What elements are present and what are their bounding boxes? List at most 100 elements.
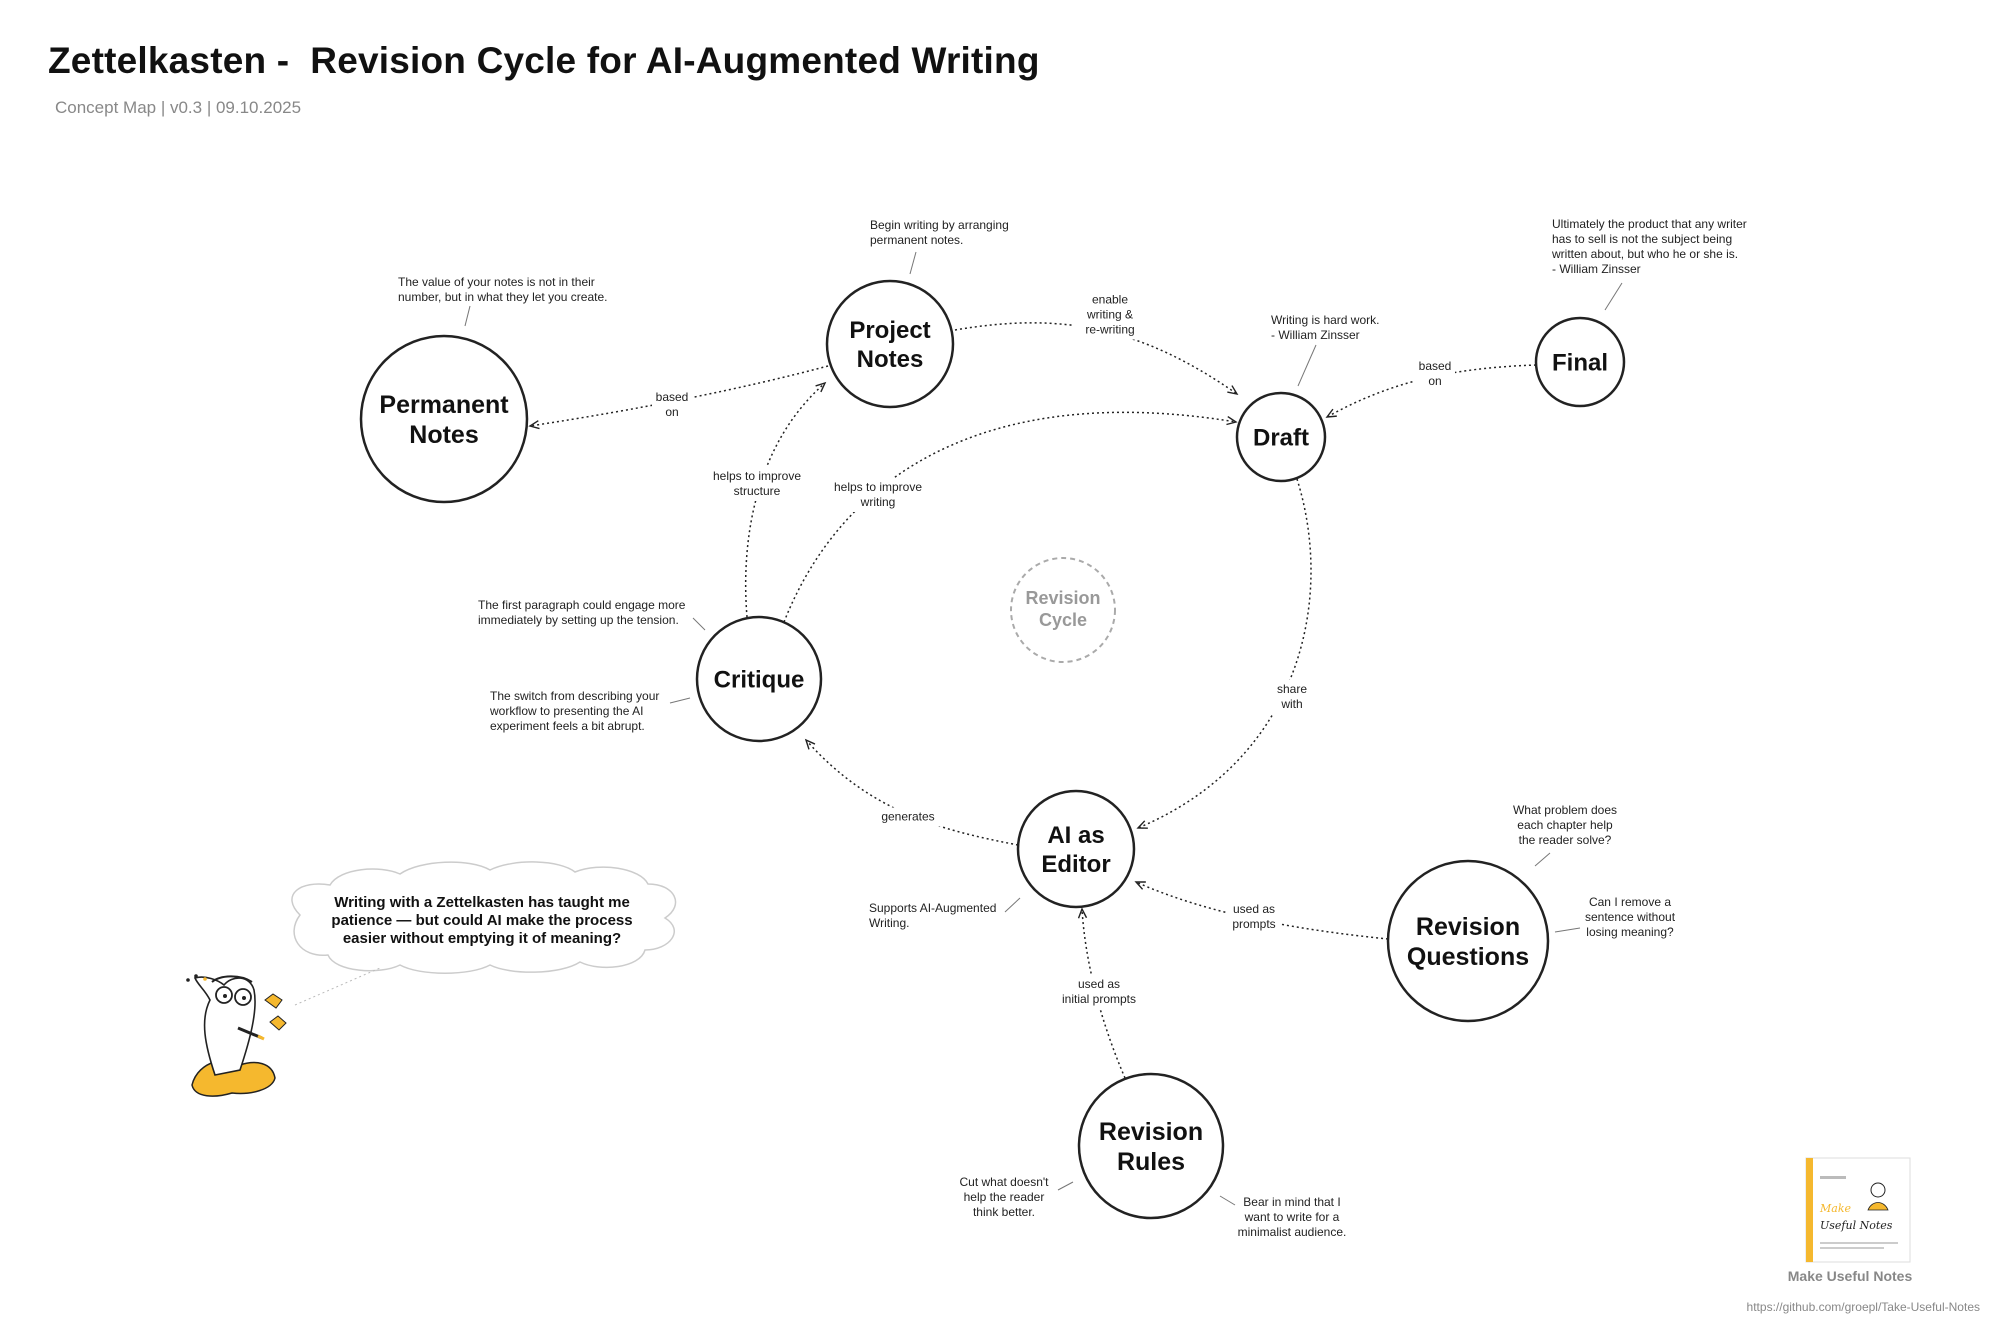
footer-url[interactable]: https://github.com/groepl/Take-Useful-No…	[1746, 1300, 1980, 1314]
center-circle	[1010, 557, 1116, 663]
note-questions-2-leader	[1554, 927, 1581, 933]
edge-label-bg	[1415, 357, 1455, 391]
eye-right	[242, 996, 246, 1000]
sparkle-2	[194, 974, 198, 978]
sparkle-1	[186, 978, 190, 982]
pencil-tip	[257, 1034, 265, 1041]
edge-label-bg	[652, 388, 692, 422]
edge-project-permanent	[528, 365, 829, 430]
edge-critique-draft	[783, 411, 1238, 623]
note-project-leader	[909, 251, 917, 275]
edge-label-bg	[1272, 680, 1312, 714]
note-draft-leader	[1297, 344, 1317, 387]
note-critique-1-leader	[692, 617, 706, 631]
eye-left	[223, 994, 227, 998]
page-subtitle: Concept Map | v0.3 | 09.10.2025	[55, 98, 302, 117]
book-figure-head	[1870, 1182, 1886, 1198]
node-label: Draft	[1253, 424, 1309, 451]
book-blurb-line-2	[1820, 1247, 1884, 1249]
book-title-line-1: Make	[1819, 1202, 1851, 1215]
edge-label-bg	[822, 478, 934, 512]
sparkle-3	[203, 977, 207, 981]
node-circle	[1016, 789, 1136, 909]
node-circle	[1077, 1072, 1225, 1220]
edge-label-bg	[1227, 900, 1281, 934]
page-title: Zettelkasten - Revision Cycle for AI-Aug…	[48, 40, 1040, 81]
book-title-line-2: Useful Notes	[1820, 1219, 1893, 1232]
writer-avatar-illustration	[186, 974, 287, 1097]
bubble-outline	[291, 861, 677, 974]
book-cover	[1805, 1157, 1911, 1263]
note-ai-editor-leader	[1004, 897, 1021, 913]
book-author-line	[1820, 1176, 1846, 1179]
edge-ai_editor-critique	[804, 738, 1019, 846]
node-circle	[695, 615, 823, 743]
node-final[interactable]: Final	[1534, 316, 1626, 408]
note-questions-1-leader	[1534, 852, 1551, 867]
book-blurb-line-1	[1820, 1242, 1898, 1244]
book-spine	[1806, 1158, 1813, 1262]
node-circle	[359, 334, 529, 504]
edge-label-bg	[701, 467, 813, 501]
node-circle	[1235, 391, 1327, 483]
note-rules-2-leader	[1219, 1195, 1236, 1206]
idea-shape-2	[269, 1015, 287, 1031]
edge-label-bg	[1047, 975, 1151, 1009]
node-label: Critique	[714, 666, 805, 693]
bubble-text: Writing with a Zettelkasten has taught m…	[331, 894, 632, 947]
node-draft[interactable]: Draft	[1235, 391, 1327, 483]
thought-bubble: Writing with a Zettelkasten has taught m…	[291, 861, 677, 1006]
book-caption: Make Useful Notes	[1787, 1268, 1913, 1284]
note-permanent-leader	[464, 305, 471, 327]
note-rules-1-leader	[1057, 1181, 1074, 1191]
hair	[211, 975, 253, 983]
bubble-tail	[294, 967, 381, 1006]
edge-final-draft	[1325, 364, 1537, 418]
edge-revision_rules-ai_editor	[1077, 907, 1126, 1079]
book-figure-body	[1867, 1202, 1889, 1211]
edge-label-bg	[1074, 290, 1146, 340]
node-circle	[1534, 316, 1626, 408]
node-circle	[1386, 859, 1550, 1023]
edge-label-ai_editor-critique: generates	[881, 810, 934, 824]
note-final-leader	[1604, 282, 1623, 311]
node-critique[interactable]: Critique	[695, 615, 823, 743]
edge-label-bg	[875, 807, 941, 827]
node-circle	[825, 279, 955, 409]
idea-shape-1	[264, 993, 283, 1009]
node-label: Final	[1552, 349, 1608, 376]
note-critique-2-leader	[669, 697, 691, 704]
